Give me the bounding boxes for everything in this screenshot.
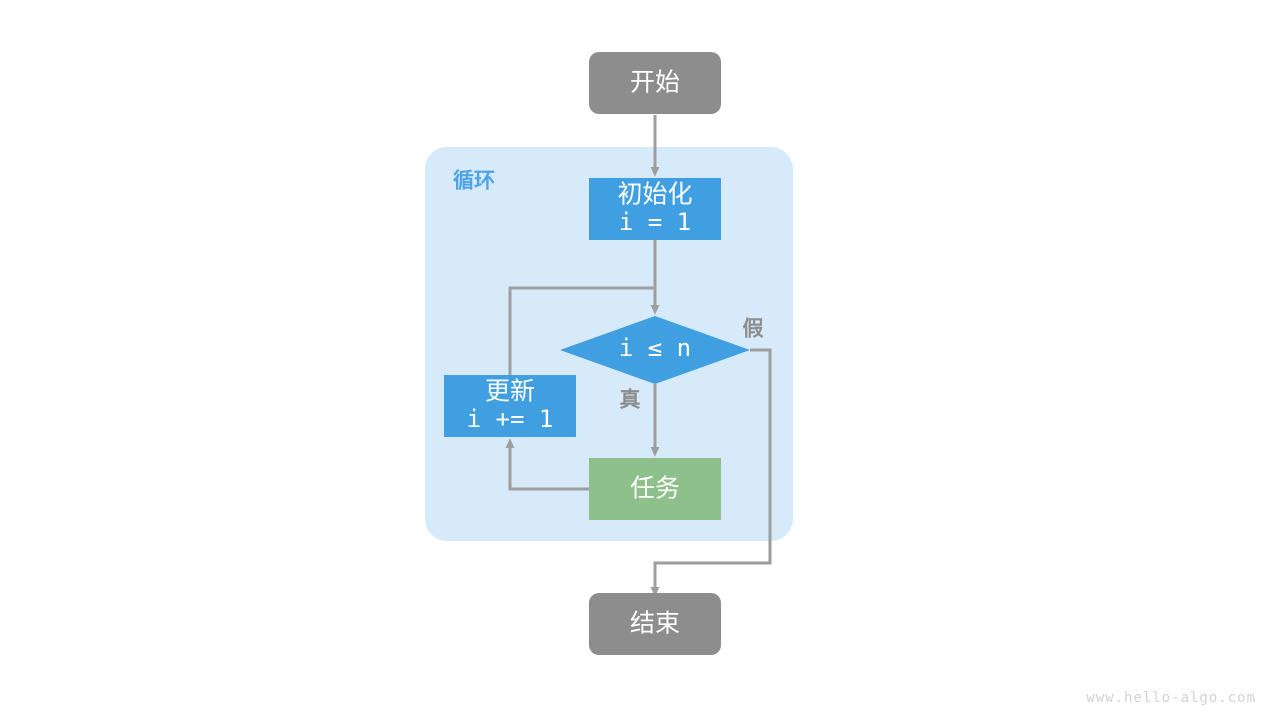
node-update-code: i += 1 [467,405,554,433]
edge-condition-to-end [650,348,772,597]
node-end-label: 结束 [630,610,680,638]
node-condition[interactable]: i ≤ n [560,316,750,384]
node-end-shape [589,593,721,655]
node-init-code: i = 1 [619,208,691,236]
node-update-title: 更新 [485,378,535,406]
node-task[interactable]: 任务 [589,458,721,520]
node-condition-shape [560,316,750,384]
node-init[interactable]: 初始化 i = 1 [589,178,721,240]
node-task-label: 任务 [630,475,680,503]
node-condition-code: i ≤ n [619,334,691,362]
edge-task-to-update [505,438,589,491]
node-start-label: 开始 [630,69,680,97]
loop-group-label: 循环 [453,169,495,193]
node-update-shape [444,375,576,437]
edge-update-to-condition [508,286,657,375]
node-start[interactable]: 开始 [589,52,721,114]
edge-label-false: 假 [743,318,764,341]
node-update[interactable]: 更新 i += 1 [444,375,576,437]
node-end[interactable]: 结束 [589,593,721,655]
watermark: www.hello-algo.com [1086,690,1256,706]
node-start-shape [589,52,721,114]
edge-label-true: 真 [620,388,641,412]
node-task-shape [589,458,721,520]
node-init-shape [589,178,721,240]
node-init-title: 初始化 [617,181,692,209]
